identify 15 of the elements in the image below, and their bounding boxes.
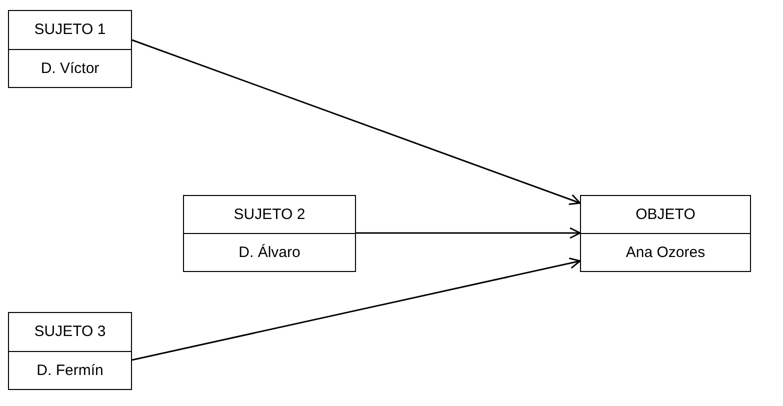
record-box — [8, 10, 132, 88]
arrow — [132, 258, 581, 361]
header-label: OBJETO — [634, 205, 696, 225]
header-label: SUJETO 2 — [232, 205, 306, 225]
header-label: SUJETO 1 — [33, 20, 107, 40]
record-box — [8, 312, 132, 390]
arrow — [356, 227, 581, 239]
arrow — [132, 39, 581, 206]
record-box — [580, 195, 751, 272]
name-label: D. Fermín — [9, 350, 131, 389]
header-label: SUJETO 3 — [33, 322, 107, 342]
record-box — [183, 195, 356, 272]
name-label: Ana Ozores — [581, 233, 750, 271]
name-label: D. Álvaro — [184, 233, 355, 271]
name-label: D. Víctor — [9, 48, 131, 87]
